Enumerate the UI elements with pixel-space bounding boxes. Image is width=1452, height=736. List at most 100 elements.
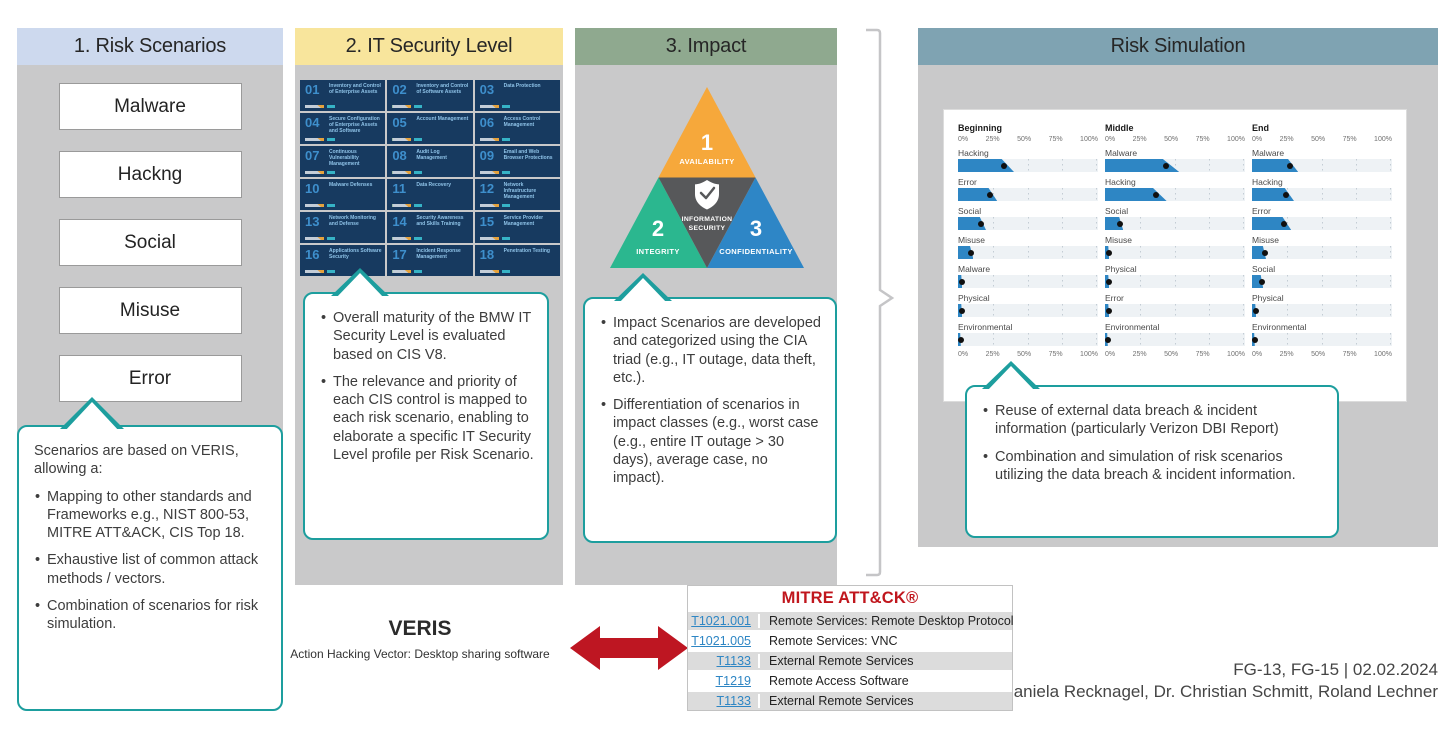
bullet-item: Differentiation of scenarios in impact c… xyxy=(600,396,823,487)
mitre-technique-link[interactable]: T1021.005 xyxy=(691,634,751,648)
brace-connector xyxy=(866,28,895,577)
shield-check-icon xyxy=(695,180,719,210)
bar-misuse: Misuse xyxy=(1105,235,1245,259)
bar-malware: Malware xyxy=(1252,148,1392,172)
risk-scenario-hackng: Hackng xyxy=(58,151,242,198)
panel-title-risk-scenarios: 1. Risk Scenarios xyxy=(17,28,283,65)
bullet-item: Exhaustive list of common attack methods… xyxy=(34,551,269,588)
svg-text:INFORMATION: INFORMATION xyxy=(682,216,733,223)
bar-malware: Malware xyxy=(958,264,1098,288)
callout-pointer xyxy=(331,268,389,296)
cia-triad-diagram: 1 AVAILABILITY INFORMATION SECURITY 2 IN… xyxy=(610,87,804,268)
callout-pointer xyxy=(60,397,124,429)
bar-error: Error xyxy=(958,177,1098,201)
bullet-item: Combination and simulation of risk scena… xyxy=(982,448,1325,485)
bar-environmental: Environmental xyxy=(1251,322,1392,346)
bar-environmental: Environmental xyxy=(957,322,1098,346)
bar-hacking: Hacking xyxy=(1105,177,1245,201)
bar-malware: Malware xyxy=(1105,148,1245,172)
mitre-technique-link[interactable]: T1021.001 xyxy=(691,614,751,628)
callout-risk-scenarios: Scenarios are based on VERIS, allowing a… xyxy=(17,425,283,711)
bar-social: Social xyxy=(1252,264,1392,288)
svg-text:CONFIDENTIALITY: CONFIDENTIALITY xyxy=(719,247,793,256)
svg-text:AVAILABILITY: AVAILABILITY xyxy=(679,157,734,166)
confidentiality-triangle xyxy=(707,177,804,268)
bar-error: Error xyxy=(1105,293,1245,317)
callout-risk-simulation: Reuse of external data breach & incident… xyxy=(965,385,1339,538)
bullet-item: Mapping to other standards and Framework… xyxy=(34,488,269,543)
bullet-item: Impact Scenarios are developed and categ… xyxy=(600,314,823,387)
bar-error: Error xyxy=(1252,206,1392,230)
risk-scenario-misuse: Misuse xyxy=(58,287,242,334)
footer-authors: Daniela Recknagel, Dr. Christian Schmitt… xyxy=(1001,682,1438,701)
mitre-technique-link[interactable]: T1133 xyxy=(716,694,751,708)
callout-bullets: Impact Scenarios are developed and categ… xyxy=(600,314,823,487)
bar-hacking: Hacking xyxy=(958,148,1098,172)
mitre-attack-title: MITRE ATT&CK® xyxy=(781,588,919,607)
svg-text:INTEGRITY: INTEGRITY xyxy=(636,247,680,256)
bar-social: Social xyxy=(958,206,1098,230)
callout-pointer xyxy=(614,273,672,301)
panel-title-it-security-level: 2. IT Security Level xyxy=(295,28,563,65)
callout-it-security-level: Overall maturity of the BMW IT Security … xyxy=(303,292,549,540)
callout-impact: Impact Scenarios are developed and categ… xyxy=(583,297,837,543)
risk-scenario-error: Error xyxy=(58,355,242,402)
svg-text:2: 2 xyxy=(652,216,664,241)
bullet-item: Reuse of external data breach & incident… xyxy=(982,402,1325,439)
bar-misuse: Misuse xyxy=(1252,235,1392,259)
panel-title-risk-simulation: Risk Simulation xyxy=(918,28,1438,65)
callout-intro: Scenarios are based on VERIS, allowing a… xyxy=(34,443,239,478)
integrity-triangle xyxy=(610,177,707,268)
callout-bullets: Mapping to other standards and Framework… xyxy=(34,488,269,634)
footer-reference: FG-13, FG-15 | 02.02.2024 xyxy=(1233,660,1438,679)
bar-physical: Physical xyxy=(1105,264,1245,288)
bullet-item: The relevance and priority of each CIS c… xyxy=(320,373,535,464)
veris-subtitle: Action Hacking Vector: Desktop sharing s… xyxy=(290,647,550,661)
mitre-technique-link[interactable]: T1219 xyxy=(715,674,751,688)
svg-text:1: 1 xyxy=(701,130,713,155)
callout-bullets: Reuse of external data breach & incident… xyxy=(982,402,1325,484)
mitre-technique-link[interactable]: T1133 xyxy=(716,654,751,668)
bullet-item: Combination of scenarios for risk simula… xyxy=(34,597,269,634)
bar-environmental: Environmental xyxy=(1104,322,1245,346)
veris-title: VERIS xyxy=(388,617,452,640)
callout-pointer xyxy=(982,361,1040,389)
bar-physical: Physical xyxy=(958,293,1098,317)
svg-text:SECURITY: SECURITY xyxy=(689,225,726,232)
bar-misuse: Misuse xyxy=(958,235,1098,259)
double-arrow-icon xyxy=(570,626,688,670)
panel-title-impact: 3. Impact xyxy=(575,28,837,65)
svg-text:3: 3 xyxy=(750,216,762,241)
availability-triangle xyxy=(658,87,756,178)
veris-block: VERIS Action Hacking Vector: Desktop sha… xyxy=(280,617,560,661)
bar-hacking: Hacking xyxy=(1252,177,1392,201)
risk-scenario-malware: Malware xyxy=(58,83,242,130)
